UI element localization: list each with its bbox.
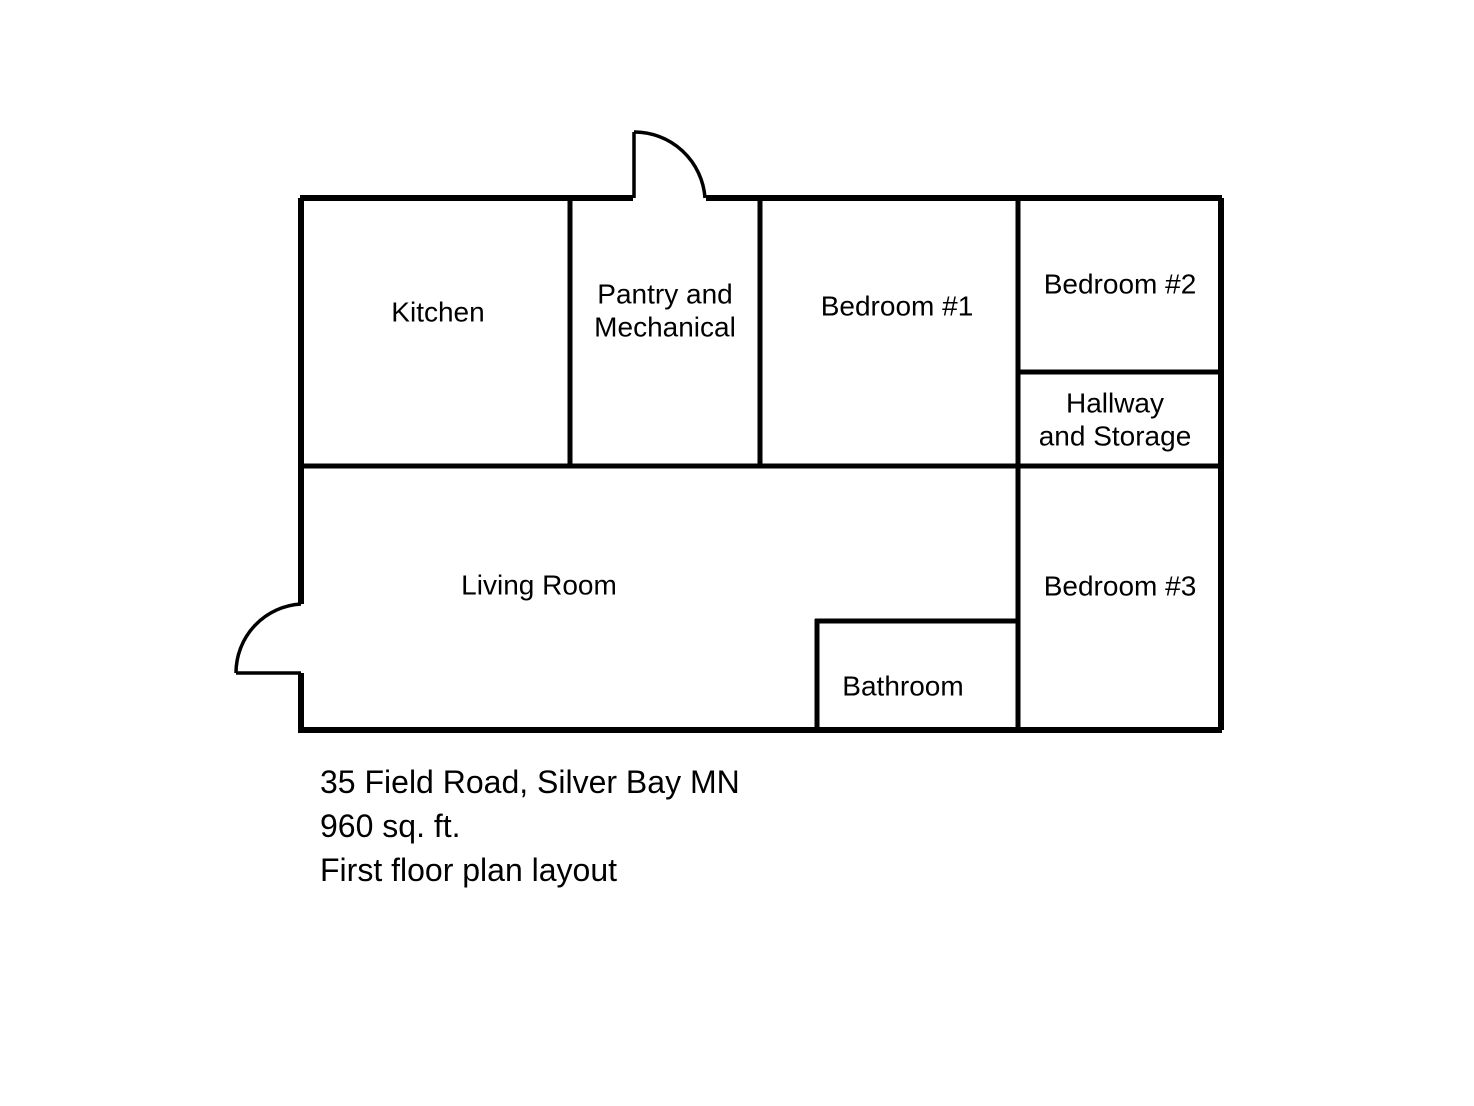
caption-area: 960 sq. ft. xyxy=(320,808,461,844)
door-arc-top xyxy=(633,130,707,199)
plan-caption: 35 Field Road, Silver Bay MN 960 sq. ft.… xyxy=(320,760,740,892)
caption-plan-type: First floor plan layout xyxy=(320,852,618,888)
door-swing-left xyxy=(234,602,302,675)
door-swing-top xyxy=(632,130,707,199)
door-arc-left xyxy=(234,602,302,674)
caption-address: 35 Field Road, Silver Bay MN xyxy=(320,764,740,800)
